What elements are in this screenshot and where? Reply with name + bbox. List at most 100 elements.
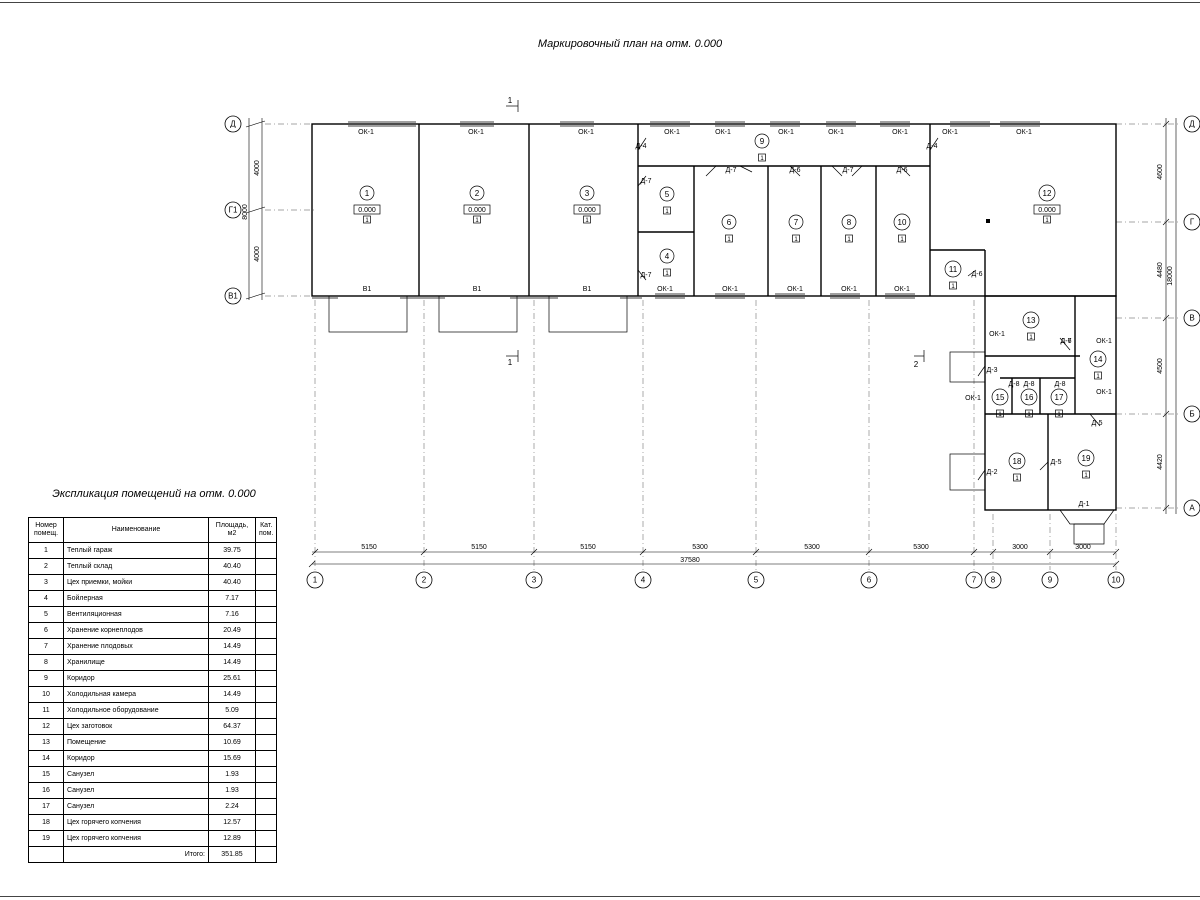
gate-label: В1 xyxy=(363,286,372,293)
room-number: 16 xyxy=(1025,393,1034,402)
row-number: 17 xyxy=(28,798,64,815)
door-swing xyxy=(637,175,647,187)
window-label: ОК-1 xyxy=(828,129,844,136)
dimension-value: 3000 xyxy=(1012,544,1028,551)
row-category xyxy=(254,686,278,703)
axis-bubble-bottom-4 xyxy=(634,571,652,589)
floor-type-box xyxy=(1055,409,1063,418)
row-number: 13 xyxy=(28,734,64,751)
floor-type-box xyxy=(663,268,671,277)
dimension-tick xyxy=(865,548,873,556)
dimension-tick xyxy=(245,292,266,300)
window-label: ОК-1 xyxy=(1016,129,1032,136)
room-number-circle xyxy=(1020,388,1038,406)
window-label: ОК-1 xyxy=(892,129,908,136)
explication-header-row: Номер помещ. Наименование Площадь, м2 Ка… xyxy=(28,517,278,543)
axis-bubble-bottom-5 xyxy=(747,571,765,589)
outer-wall-main xyxy=(311,123,1117,297)
row-name: Помещение xyxy=(63,734,209,751)
axis-bubble-right-0 xyxy=(1183,115,1200,133)
row-category xyxy=(254,766,278,783)
floor-type-box xyxy=(1043,215,1051,224)
door-swing xyxy=(637,137,647,151)
window-label: ОК-1 xyxy=(942,129,958,136)
row-area: 2.24 xyxy=(208,798,256,815)
drawing-frame-top xyxy=(0,2,1200,3)
floor-type-box xyxy=(792,234,800,243)
row-area: 10.69 xyxy=(208,734,256,751)
east-block-label: ОК-1 xyxy=(1096,389,1112,396)
row-number: 2 xyxy=(28,558,64,575)
dimension-tick xyxy=(989,548,997,556)
room-number-circle xyxy=(841,214,857,230)
axis-bubble-left-v1 xyxy=(224,287,242,305)
porch-left-bottom xyxy=(949,453,986,491)
row-category xyxy=(254,590,278,607)
row-name: Холодильная камера xyxy=(63,686,209,703)
door-label: Д-7 xyxy=(641,272,652,279)
door-label: Д-7 xyxy=(726,167,737,174)
room-number-circle xyxy=(469,185,485,201)
floor-type: 1 xyxy=(1029,335,1033,341)
room-number: 1 xyxy=(365,189,370,198)
header-number: Номер помещ. xyxy=(28,517,64,543)
porch-left-top xyxy=(949,351,986,383)
total-label: Итого: xyxy=(63,846,209,863)
door-swing xyxy=(851,165,863,177)
room-number: 13 xyxy=(1027,316,1036,325)
level-mark-box xyxy=(463,204,491,215)
axis-bubble-right-1-label: Г xyxy=(1190,218,1195,227)
row-number: 7 xyxy=(28,638,64,655)
row-number: 3 xyxy=(28,574,64,591)
header-area: Площадь, м2 xyxy=(208,517,256,543)
dimension-tick xyxy=(245,206,266,214)
axis-bubble-bottom-1-label: 1 xyxy=(313,576,318,585)
gate-canopy xyxy=(438,295,518,333)
dimension-value: 4500 xyxy=(1157,358,1164,374)
porch-entry-step xyxy=(1073,523,1105,545)
axis-bubble-right-3-label: Б xyxy=(1189,410,1194,419)
door-swing xyxy=(929,137,939,151)
room-number: 3 xyxy=(585,189,590,198)
east-block-label: ОК-1 xyxy=(1096,338,1112,345)
gate-label: В1 xyxy=(473,286,482,293)
row-category xyxy=(254,734,278,751)
room-number-circle xyxy=(1022,311,1040,329)
door-swing xyxy=(1039,461,1049,471)
row-number: 10 xyxy=(28,686,64,703)
window-label: ОК-1 xyxy=(715,129,731,136)
floor-type: 1 xyxy=(900,237,904,243)
row-category xyxy=(254,606,278,623)
floor-type-box xyxy=(473,215,481,224)
room-number: 5 xyxy=(665,190,670,199)
window-label: ОК-1 xyxy=(468,129,484,136)
porch-entry xyxy=(1059,509,1115,525)
dimension-total: 37580 xyxy=(680,557,700,564)
row-number: 1 xyxy=(28,542,64,559)
axis-bubble-bottom-1 xyxy=(306,571,324,589)
explication-table: Номер помещ. Наименование Площадь, м2 Ка… xyxy=(28,517,278,863)
room-number: 9 xyxy=(760,137,765,146)
room-number: 10 xyxy=(898,218,907,227)
gate-canopy xyxy=(548,295,628,333)
axis-bubble-right-2-label: В xyxy=(1189,314,1194,323)
row-number: 4 xyxy=(28,590,64,607)
dimension-tick xyxy=(1162,120,1170,128)
floor-type-box xyxy=(1082,470,1090,479)
dimension-value: 4000 xyxy=(254,246,261,262)
axis-bubble-bottom-6 xyxy=(860,571,878,589)
floor-type: 1 xyxy=(665,271,669,277)
dimension-value: 5150 xyxy=(471,544,487,551)
room-number-circle xyxy=(659,248,675,264)
row-number: 19 xyxy=(28,830,64,847)
axis-bubble-right-3 xyxy=(1183,405,1200,423)
east-block-label: ОК-1 xyxy=(989,331,1005,338)
row-category xyxy=(254,654,278,671)
door-swing xyxy=(977,469,986,481)
section-mark-label: 2 xyxy=(914,360,919,369)
